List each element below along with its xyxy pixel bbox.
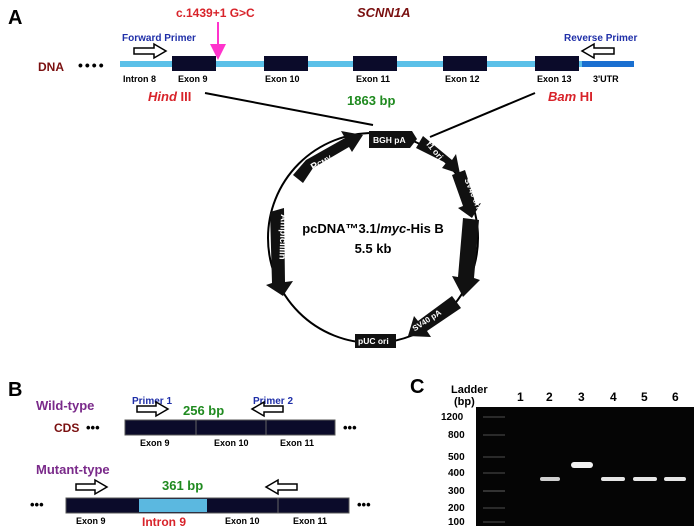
ladder-band [483,507,505,509]
ladder-unit-label: (bp) [454,396,475,408]
lane-number: 2 [546,390,553,404]
plasmid-name: pcDNA™3.1/myc-His B [302,221,444,236]
cds-label: CDS [54,421,79,435]
ladder-band [483,490,505,492]
forward-primer-arrow [133,42,168,60]
region-label: Intron 8 [123,74,156,84]
cds-ellipsis-right: ••• [343,420,357,435]
ladder-size: 500 [448,452,465,463]
mut-cds-bar [65,497,350,514]
mutation-label: c.1439+1 G>C [176,6,255,20]
mut-label: Exon 10 [225,516,260,526]
ladder-size: 800 [448,430,465,441]
primer2-label: Primer 2 [253,396,293,407]
dna-label: DNA [38,60,64,74]
bgh-pa-label: BGH pA [373,135,406,145]
region-label: 3'UTR [593,74,619,84]
gel-band-lane5 [633,477,657,481]
wt-cds-bar [124,419,336,436]
region-label: Exon 12 [445,74,480,84]
region-label: Exon 11 [356,74,390,84]
neomycin-feature [452,218,480,297]
plasmid-size: 5.5 kb [355,241,392,256]
panel-a-label: A [8,7,22,29]
exon-9-box [172,56,216,71]
gel-band-lane3 [571,462,593,468]
f1-ori-feature [416,136,460,174]
lane-number: 6 [672,390,679,404]
utr-segment [582,61,634,67]
ladder-size: 1200 [441,412,464,423]
forward-primer-label: Forward Primer [122,33,196,44]
dna-ellipsis: •••• [78,57,106,73]
neomycin-label: Neomycin [486,249,499,295]
puc-ori-feature [355,334,396,348]
mut-label: Exon 9 [76,516,106,526]
exon-12-box [443,56,487,71]
exon-13-box [535,56,579,71]
cut-line-left [204,92,374,126]
ladder-size: 300 [448,486,465,497]
primer1-arrow [136,400,170,418]
wt-size-label: 256 bp [183,403,224,418]
pcmv-feature [293,131,363,183]
intron-9-box [139,499,207,512]
panel-c-label: C [410,376,424,398]
exon-10-box [264,56,308,71]
wt-exon-label: Exon 9 [140,438,170,448]
ladder-size: 100 [448,517,465,528]
sv40-pa-feature [408,296,461,337]
cds-ellipsis-left: ••• [86,420,100,435]
ampicillin-label: Ampicillin [276,214,289,260]
reverse-primer-label: Reverse Primer [564,33,637,44]
sv40-ori-feature [452,170,481,218]
mut-label: Exon 11 [293,516,327,526]
gene-label: SCNN1A [357,5,410,20]
region-label: Exon 9 [178,74,208,84]
mut-ellipsis-right: ••• [357,497,371,512]
ladder-band [483,521,505,523]
primer1-label: Primer 1 [132,396,172,407]
bamhi-label: Bam HI [548,89,593,104]
wild-type-label: Wild-type [36,398,94,413]
ladder-label: Ladder [451,384,488,396]
region-label: Exon 13 [537,74,572,84]
dna-line [120,61,583,67]
lane-number: 5 [641,390,648,404]
lane-number: 4 [610,390,617,404]
hind-iii-label: Hind III [148,89,191,104]
bgh-pa-feature [369,131,417,148]
gel-band-lane2 [540,477,560,481]
puc-ori-label: pUC ori [358,336,389,346]
reverse-primer-arrow [580,42,615,60]
mut-primer2-arrow [264,478,298,496]
mutant-type-label: Mutant-type [36,462,110,477]
ladder-band [483,416,505,418]
ampicillin-feature [266,208,293,296]
lane-number: 3 [578,390,585,404]
mut-size-label: 361 bp [162,478,203,493]
region-label: Exon 10 [265,74,300,84]
ladder-band [483,434,505,436]
wt-exon-label: Exon 11 [280,438,314,448]
exon-11-box [353,56,397,71]
ladder-size: 400 [448,468,465,479]
mut-label: Intron 9 [142,515,186,529]
mut-primer1-arrow [75,478,109,496]
panel-b-label: B [8,379,22,401]
wt-exon-label: Exon 10 [214,438,249,448]
cut-line-right [429,92,536,138]
primer2-arrow [250,400,284,418]
gel-band-lane6 [664,477,686,481]
insert-size-label: 1863 bp [347,93,395,108]
ladder-band [483,456,505,458]
ladder-band [483,472,505,474]
ladder-size: 200 [448,503,465,514]
mut-ellipsis-left: ••• [30,497,44,512]
gel-band-lane4 [601,477,625,481]
lane-number: 1 [517,390,524,404]
